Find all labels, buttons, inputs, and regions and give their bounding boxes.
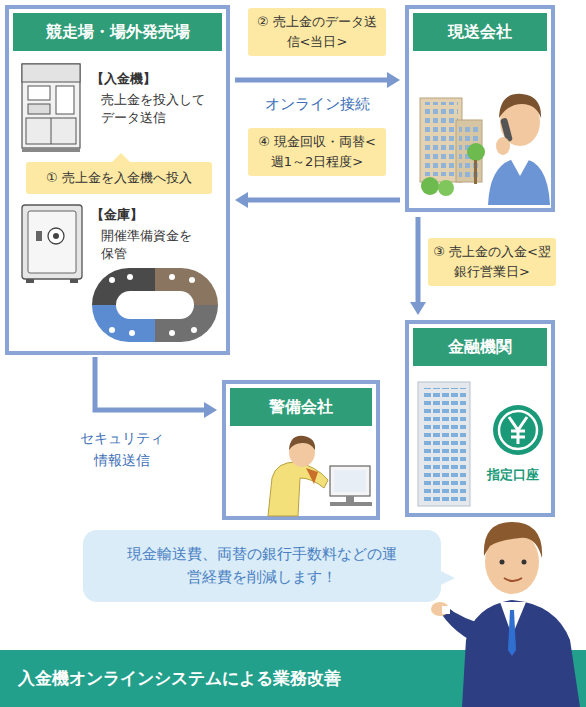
company-box: 現送会社 bbox=[405, 5, 555, 212]
edge-label: ③ 売上金の入金<翌銀行営業日> bbox=[428, 238, 556, 286]
free-label: オンライン接続 bbox=[248, 95, 386, 114]
edge-label: ④ 現金回収・両替<週1～2日程度> bbox=[248, 128, 386, 176]
body-text: 指定口座 bbox=[475, 466, 551, 484]
box-heading: 現送会社 bbox=[413, 13, 547, 51]
box-heading: 競走場・場外発売場 bbox=[13, 13, 222, 51]
item-heading: 【金庫】 bbox=[91, 207, 216, 224]
item-heading: 【入金機】 bbox=[91, 71, 216, 88]
flow-arrow bbox=[410, 217, 426, 315]
flow-arrow bbox=[95, 357, 217, 418]
title-band: 入金機オンラインシステムによる業務改善 bbox=[0, 650, 586, 707]
site-box: 競走場・場外発売場【入金機】売上金を投入してデータ送信【金庫】開催準備資金を保管… bbox=[5, 5, 230, 355]
body-text: 入金機オンラインシステムによる業務改善 bbox=[18, 667, 341, 690]
body-text: 現金輸送費、両替の銀行手数料などの運営経費を削減します！ bbox=[127, 543, 397, 590]
bank-box: 金融機関指定口座 bbox=[405, 320, 555, 517]
step-callout: ① 売上金を入金機へ投入 bbox=[26, 162, 212, 194]
body-text: 売上金を投入してデータ送信 bbox=[101, 91, 211, 127]
flow-arrow bbox=[235, 192, 400, 208]
speech-bubble: 現金輸送費、両替の銀行手数料などの運営経費を削減します！ bbox=[83, 530, 441, 602]
edge-label: ② 売上金のデータ送信<当日> bbox=[248, 8, 386, 56]
box-heading: 金融機関 bbox=[413, 328, 547, 366]
flow-arrow bbox=[235, 72, 400, 88]
body-text: ① 売上金を入金機へ投入 bbox=[46, 169, 192, 187]
box-heading: 警備会社 bbox=[230, 388, 372, 426]
security-box: 警備会社 bbox=[222, 380, 380, 520]
body-text: 開催準備資金を保管 bbox=[101, 227, 197, 263]
edge-label: セキュリティ情報送信 bbox=[72, 428, 172, 471]
